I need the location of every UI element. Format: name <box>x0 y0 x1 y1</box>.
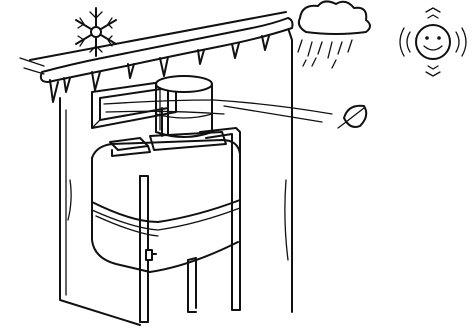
oil-tank <box>92 138 240 272</box>
pipes <box>140 128 240 322</box>
rain-cloud-icon <box>298 1 370 68</box>
snowflake-icon <box>76 8 116 56</box>
leaf-icon <box>338 106 366 128</box>
sun-icon <box>400 8 466 76</box>
